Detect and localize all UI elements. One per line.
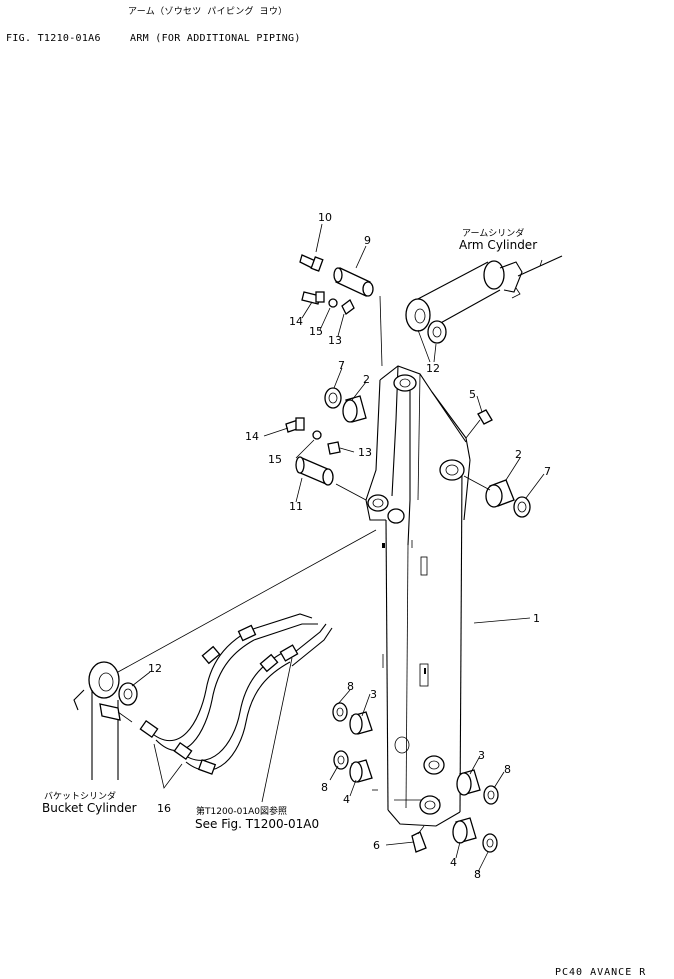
part-label-3: 3 [370, 688, 377, 701]
part-label-8: 8 [474, 868, 481, 881]
top-pin-assembly [299, 254, 383, 367]
part-label-4: 4 [450, 856, 457, 869]
part-label-4: 4 [343, 793, 350, 806]
part-label-7: 7 [338, 359, 345, 372]
part-label-6: 6 [373, 839, 380, 852]
bucket-cylinder-label: Bucket Cylinder [42, 801, 137, 815]
part-label-8: 8 [347, 680, 354, 693]
part-label-1: 1 [533, 612, 540, 625]
part-number-labels: 1 2 2 3 3 4 4 5 6 7 7 8 8 8 8 9 10 11 12… [148, 211, 551, 881]
mid-pin-assembly [285, 417, 367, 501]
part-label-15: 15 [309, 325, 323, 338]
part-label-2: 2 [515, 448, 522, 461]
right-bushings [463, 475, 531, 518]
part-label-11: 11 [289, 500, 303, 513]
part-label-12: 12 [148, 662, 162, 675]
part-label-14: 14 [245, 430, 259, 443]
part-label-13: 13 [328, 334, 342, 347]
part-label-10: 10 [318, 211, 332, 224]
part-label-9: 9 [364, 234, 371, 247]
part-label-16: 16 [157, 802, 171, 815]
model-footer: PC40 AVANCE R [555, 967, 647, 978]
part-label-8: 8 [321, 781, 328, 794]
leader-lines [131, 223, 545, 873]
arm-body [365, 365, 471, 827]
figure-code: FIG. T1210-01A6 [6, 33, 101, 44]
arm-cylinder [405, 255, 563, 332]
part-label-2: 2 [363, 373, 370, 386]
hose-assembly [139, 613, 333, 789]
part-label-12: 12 [426, 362, 440, 375]
title-japanese: アーム（ゾウセツ パイピング ヨウ） [128, 7, 288, 17]
part-label-7: 7 [544, 465, 551, 478]
see-figure-note: See Fig. T1200-01A0 [195, 817, 320, 831]
bucket-cylinder [73, 529, 377, 780]
part-label-14: 14 [289, 315, 303, 328]
bucket-cylinder-label-ja: バケットシリンダ [44, 792, 117, 802]
part-label-8: 8 [504, 763, 511, 776]
part-label-15: 15 [268, 453, 282, 466]
part-label-3: 3 [478, 749, 485, 762]
lower-bushings [332, 702, 499, 853]
part-label-13: 13 [358, 446, 372, 459]
arm-cylinder-label: Arm Cylinder [459, 238, 538, 252]
see-figure-note-ja: 第T1200-01A0図参照 [196, 807, 287, 817]
arm-cylinder-label-ja: アームシリンダ [462, 229, 525, 239]
part-label-5: 5 [469, 388, 476, 401]
figure-title: ARM (FOR ADDITIONAL PIPING) [130, 33, 301, 44]
upper-bushings [324, 320, 493, 439]
